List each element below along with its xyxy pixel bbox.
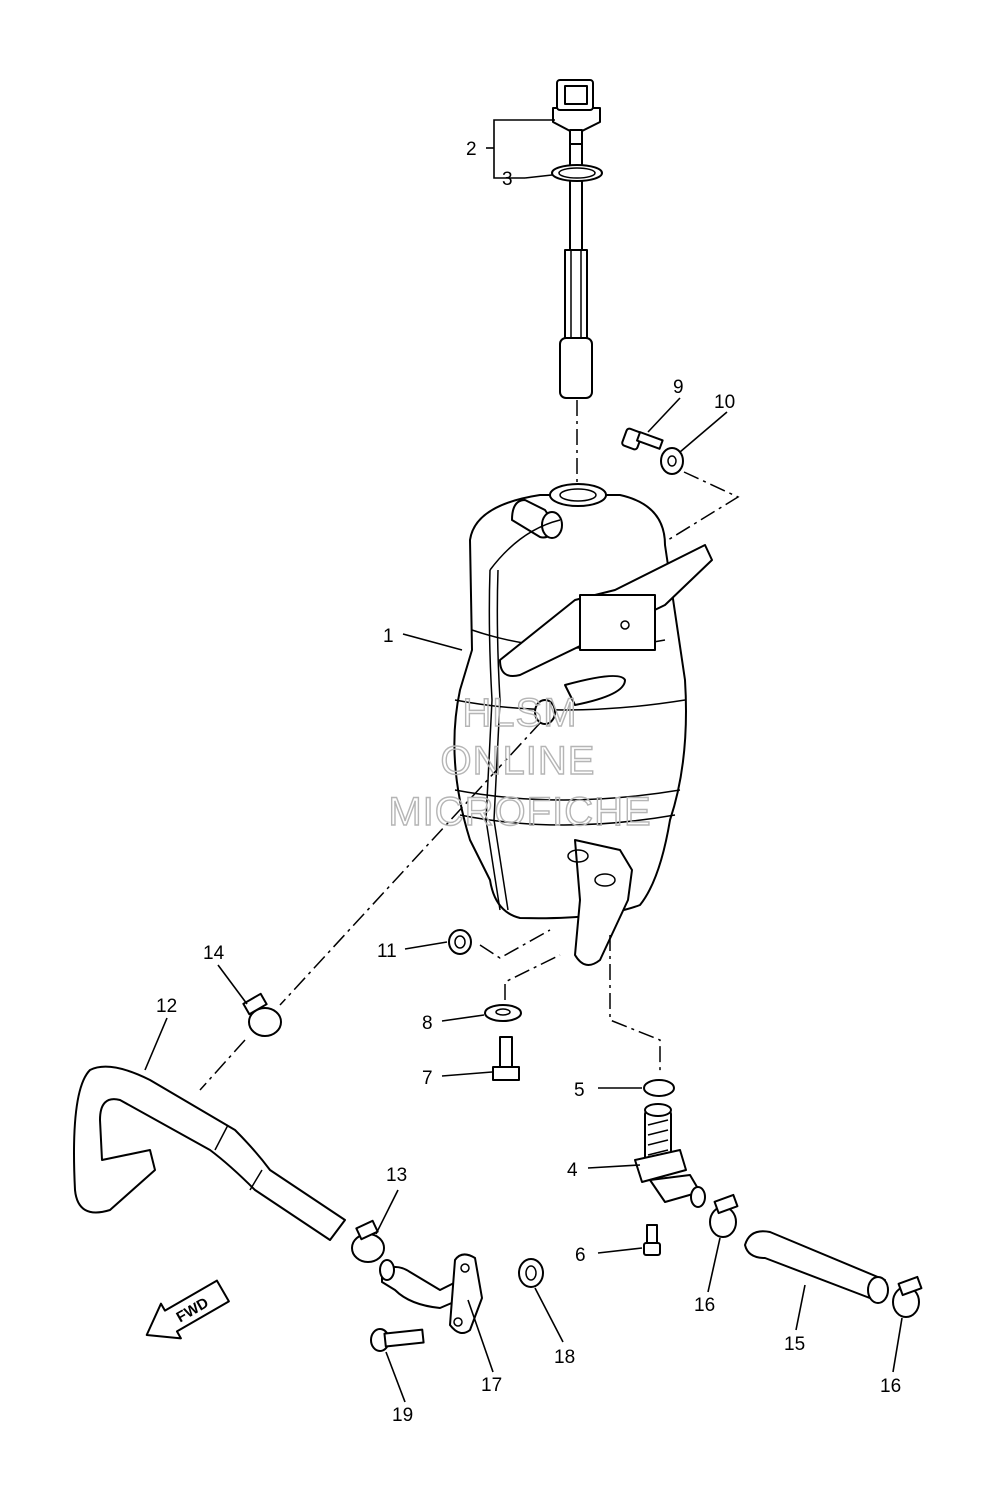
label-7: 7 [422,1068,433,1089]
label-4: 4 [567,1160,578,1181]
label-5: 5 [574,1080,585,1101]
collar-11 [448,929,472,955]
bolt-7 [492,1036,520,1081]
label-16-left: 16 [694,1295,715,1316]
sender-unit [552,79,601,399]
label-3: 3 [502,169,513,190]
clamp-16-left [709,1193,739,1238]
bolt-19 [370,1328,425,1352]
fwd-arrow-icon: FWD [145,1279,230,1340]
watermark: HLSM ONLINE MICROFICHE [388,690,652,834]
pipe-17 [379,1253,483,1335]
watermark-line-1: HLSM [462,691,577,735]
label-17: 17 [481,1375,502,1396]
label-19: 19 [392,1405,413,1426]
washer-10 [660,447,684,475]
label-16-right: 16 [880,1376,901,1397]
joint-4 [634,1103,706,1208]
label-9: 9 [673,377,684,398]
grommet-18 [518,1258,544,1288]
label-11: 11 [377,941,397,962]
label-18: 18 [554,1347,575,1368]
bolt-9 [621,427,664,451]
label-12: 12 [156,996,177,1017]
screw-6 [643,1224,661,1256]
label-6: 6 [575,1245,586,1266]
clamp-13 [351,1219,385,1263]
label-10: 10 [714,392,735,413]
oil-tank [453,483,713,966]
clamp-14 [242,992,282,1037]
label-15: 15 [784,1334,805,1355]
watermark-line-3: MICROFICHE [388,790,651,834]
watermark-line-2: ONLINE [441,739,596,783]
label-2: 2 [466,139,477,160]
alignment-lines [199,400,740,1091]
washer-8 [484,1004,522,1022]
leader-lines [144,119,903,1403]
part-labels: 1 2 3 4 5 6 7 8 9 10 11 12 13 14 15 16 1… [156,139,901,1426]
o-ring-5 [643,1079,675,1097]
label-13: 13 [386,1165,407,1186]
clamp-16-right [892,1275,923,1318]
o-ring-3 [551,164,603,182]
label-8: 8 [422,1013,433,1034]
hose-15 [744,1230,889,1304]
label-14: 14 [203,943,225,964]
hose-12 [73,1065,346,1241]
label-1: 1 [383,626,394,647]
